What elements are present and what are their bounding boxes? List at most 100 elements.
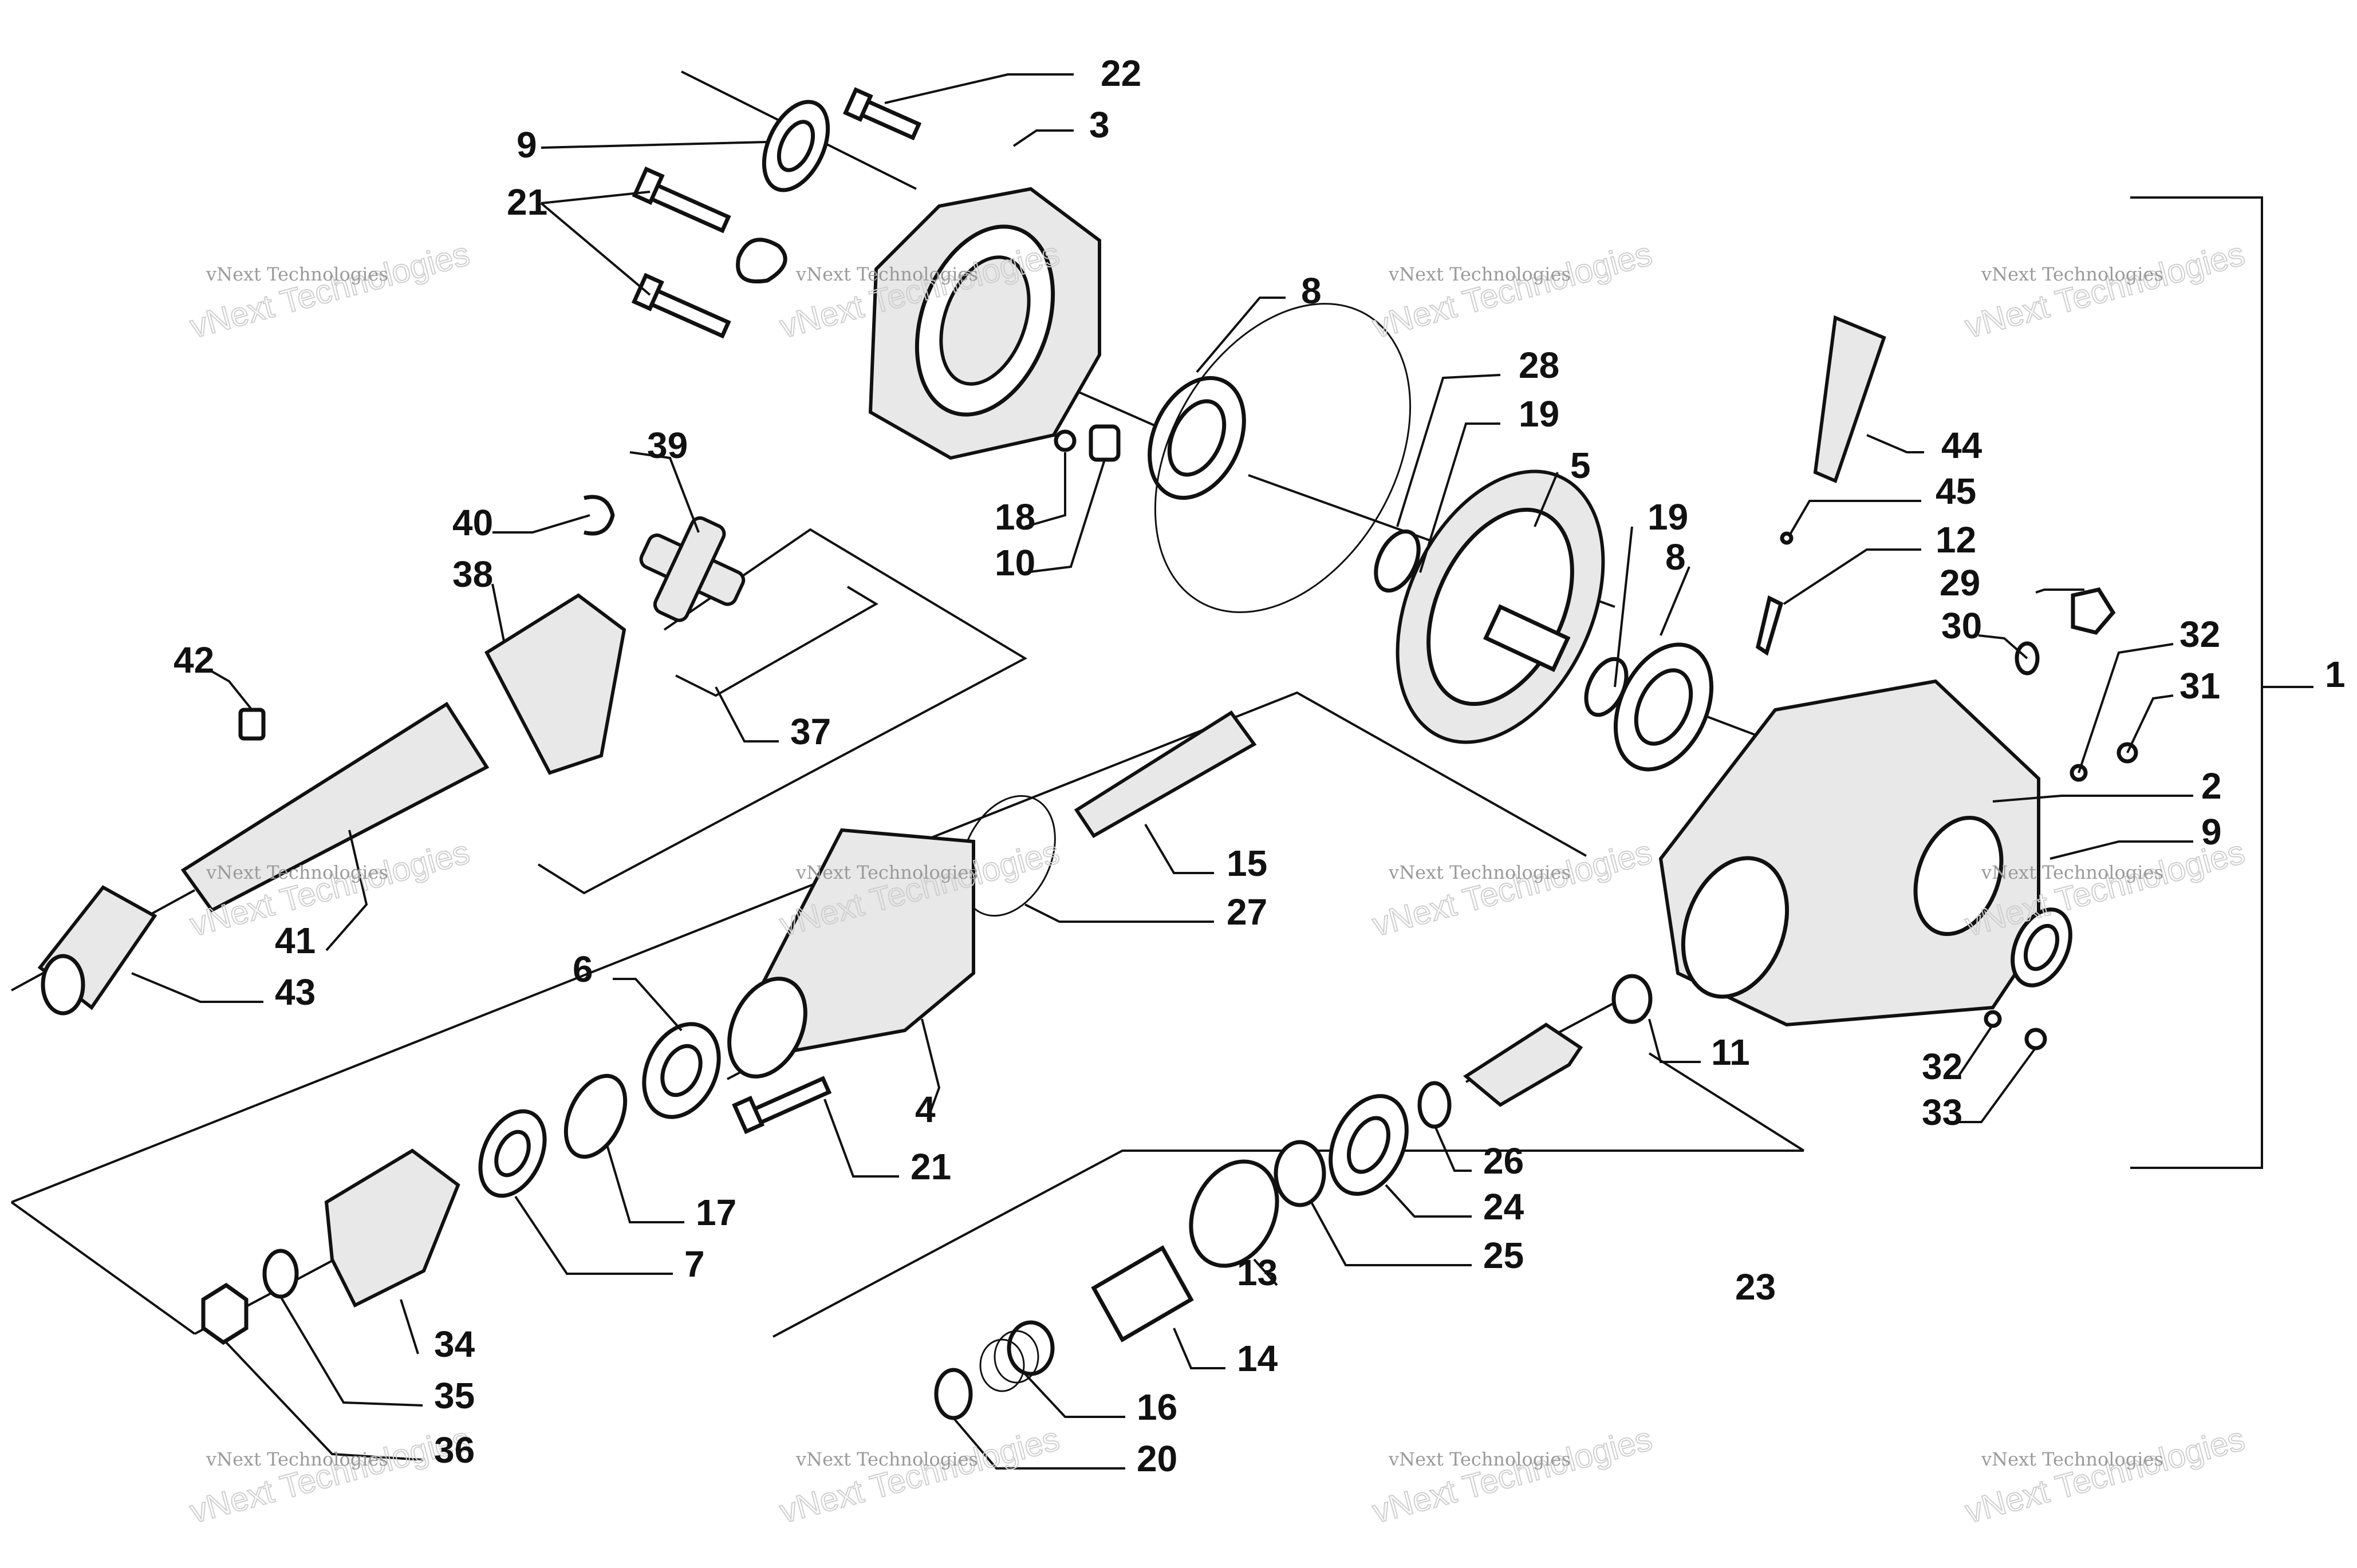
watermark-big: vNext Technologies: [1961, 1420, 2249, 1531]
callout-22: 22: [1101, 53, 1141, 94]
callout-35: 35: [434, 1375, 475, 1416]
callout-39: 39: [647, 425, 688, 466]
clutch-13: [1189, 1159, 1279, 1268]
seal-9-right: [2011, 907, 2072, 988]
gasket-small: [736, 238, 787, 284]
callout-36: 36: [434, 1429, 475, 1471]
callout-12: 12: [1936, 519, 1976, 560]
callout-43: 43: [275, 971, 316, 1013]
callout-34: 34: [434, 1324, 475, 1365]
leader-lines: [131, 73, 2193, 1470]
washer-20: [934, 1368, 973, 1420]
callout-18: 18: [995, 496, 1035, 538]
o-ring-28: [1154, 303, 1412, 613]
callout-8: 8: [1301, 270, 1322, 311]
washer-32-b: [1984, 1010, 2002, 1028]
callout-7: 7: [684, 1243, 705, 1285]
washer-18: [1054, 429, 1077, 452]
callout-19: 19: [1647, 496, 1688, 538]
seal-9-top: [762, 100, 830, 192]
watermark-small: vNext Technologies: [1981, 862, 2163, 883]
breather-12: [1756, 595, 1784, 656]
parts: [37, 87, 2138, 1420]
cover-3: [868, 187, 1101, 460]
ring-gear-5: [1396, 469, 1605, 744]
callout-30: 30: [1941, 605, 1982, 646]
callout-45: 45: [1936, 471, 1976, 512]
callout-44: 44: [1941, 425, 1982, 466]
callout-32: 32: [2179, 614, 2220, 655]
nut-36: [201, 1282, 249, 1345]
shim-26: [1417, 1081, 1452, 1129]
callout-41: 41: [275, 920, 316, 961]
bolt-33: [2024, 1028, 2047, 1050]
callout-17: 17: [696, 1192, 736, 1233]
callout-6: 6: [573, 949, 593, 990]
watermark-big: vNext Technologies: [186, 1420, 474, 1531]
callout-42: 42: [174, 639, 214, 681]
callout-9: 9: [517, 124, 537, 165]
callout-3: 3: [1089, 104, 1110, 145]
shaft-15: [1074, 710, 1257, 838]
watermark-small: vNext Technologies: [1388, 862, 1571, 883]
bolt-42: [238, 708, 266, 741]
plug-29: [2071, 587, 2116, 635]
callout-15: 15: [1227, 843, 1267, 884]
housing-4: [727, 828, 975, 1079]
callout-4: 4: [915, 1089, 936, 1130]
bearing-8-b: [1613, 642, 1714, 772]
callout-28: 28: [1519, 345, 1559, 386]
callout-38: 38: [452, 554, 493, 595]
pinion: [1463, 1022, 1583, 1107]
watermark-big: vNext Technologies: [1961, 235, 2249, 346]
watermark-small: vNext Technologies: [1388, 263, 1571, 285]
watermark-big: vNext Technologies: [186, 235, 474, 346]
callout-9: 9: [2201, 811, 2222, 852]
callout-25: 25: [1483, 1235, 1524, 1276]
bearing-7: [478, 1109, 547, 1198]
watermark-big: vNext Technologies: [776, 1420, 1063, 1531]
clip-45: [1780, 531, 1794, 545]
yoke-34: [324, 1148, 460, 1308]
housing-2: [1658, 679, 2040, 1027]
bearing-6: [642, 1022, 721, 1119]
callout-10: 10: [995, 542, 1035, 583]
callout-27: 27: [1227, 891, 1267, 933]
callout-2: 2: [2201, 765, 2222, 807]
watermark-big: vNext Technologies: [1369, 1420, 1656, 1531]
flange-38: [484, 593, 626, 775]
spring-16: [979, 1320, 1055, 1392]
callout-21: 21: [507, 181, 547, 223]
callout-32: 32: [1922, 1046, 1962, 1087]
callout-37: 37: [790, 711, 831, 752]
boot-44: [1813, 315, 1886, 484]
callout-14: 14: [1237, 1338, 1278, 1379]
bolt-21-lower: [732, 1076, 832, 1135]
race-25: [1274, 1140, 1326, 1207]
clip-40: [584, 495, 615, 536]
watermark-small: vNext Technologies: [206, 263, 388, 285]
u-joint-39: [639, 516, 746, 622]
boot-43: [37, 885, 157, 1016]
snap-ring-17: [563, 1073, 628, 1159]
bolt-22: [842, 87, 922, 141]
watermark-big: vNext Technologies: [1369, 834, 1656, 944]
callout-31: 31: [2179, 665, 2220, 706]
plug-10: [1089, 424, 1121, 462]
watermark-small: vNext Technologies: [795, 862, 978, 883]
group-brackets: [10, 196, 2313, 1338]
watermark-small: vNext Technologies: [795, 263, 978, 285]
watermark-small: vNext Technologies: [1981, 263, 2163, 285]
watermark-big: vNext Technologies: [1369, 235, 1656, 346]
watermark-small: vNext Technologies: [206, 862, 388, 883]
callout-21: 21: [911, 1146, 951, 1187]
callout-40: 40: [452, 502, 493, 543]
bolts-21-top: [631, 166, 731, 339]
watermark-small: vNext Technologies: [1388, 1448, 1571, 1470]
callout-24: 24: [1483, 1186, 1524, 1227]
watermark-small: vNext Technologies: [1981, 1448, 2163, 1470]
callout-13: 13: [1237, 1252, 1278, 1293]
bearing-8-top: [1148, 376, 1246, 500]
